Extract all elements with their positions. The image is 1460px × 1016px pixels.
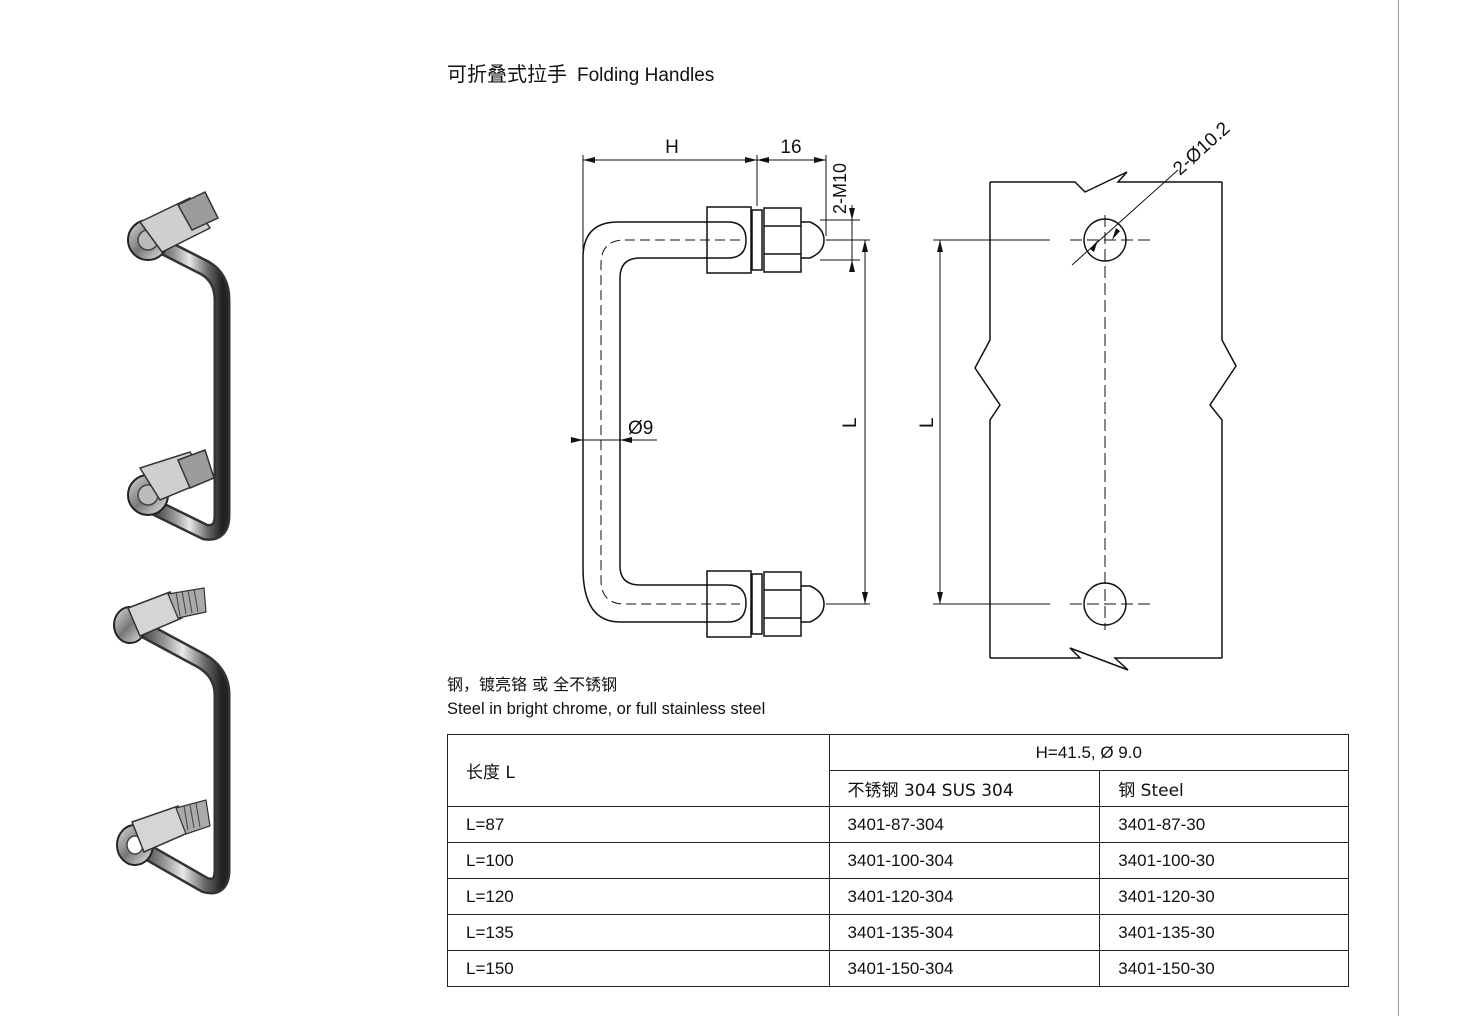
dim-h-label: H <box>665 137 679 158</box>
header-steel: 钢 Steel <box>1099 770 1349 807</box>
dim-m10-label: 2-M10 <box>830 163 850 214</box>
title-en: Folding Handles <box>577 65 715 86</box>
cell-steel: 3401-120-30 <box>1099 878 1349 915</box>
dim-d9-label: Ø9 <box>628 418 653 439</box>
dim-l-panel-label: L <box>917 417 938 428</box>
header-group: H=41.5, Ø 9.0 <box>828 734 1350 771</box>
material-en: Steel in bright chrome, or full stainles… <box>447 700 766 718</box>
product-render-bolt <box>113 587 231 895</box>
table-row: L=120 3401-120-304 3401-120-30 <box>447 878 1349 915</box>
table-row: L=150 3401-150-304 3401-150-30 <box>447 950 1349 987</box>
cell-steel: 3401-135-30 <box>1099 914 1349 951</box>
cell-stainless: 3401-100-304 <box>828 842 1101 879</box>
header-length: 长度 L <box>447 734 830 807</box>
material-cn: 钢，镀亮铬 或 全不锈钢 <box>447 675 618 694</box>
page-title: 可折叠式拉手 Folding Handles <box>447 58 714 87</box>
product-render-folded <box>127 191 231 541</box>
material-note: 钢，镀亮铬 或 全不锈钢 Steel in bright chrome, or … <box>447 672 765 722</box>
spec-table: 长度 L H=41.5, Ø 9.0 不锈钢 304 SUS 304 钢 Ste… <box>447 734 1350 987</box>
cell-length: L=100 <box>447 842 830 879</box>
title-cn: 可折叠式拉手 <box>447 62 567 86</box>
dim-holes-label: 2-Ø10.2 <box>1169 118 1234 180</box>
cell-stainless: 3401-120-304 <box>828 878 1101 915</box>
cell-stainless: 3401-87-304 <box>828 806 1101 843</box>
cell-stainless: 3401-135-304 <box>828 914 1101 951</box>
table-row: L=87 3401-87-304 3401-87-30 <box>447 806 1349 843</box>
cell-length: L=87 <box>447 806 830 843</box>
cell-steel: 3401-150-30 <box>1099 950 1349 987</box>
page-divider <box>1398 0 1399 1016</box>
table-row: L=135 3401-135-304 3401-135-30 <box>447 914 1349 951</box>
cell-length: L=135 <box>447 914 830 951</box>
cell-length: L=150 <box>447 950 830 987</box>
table-header-row: 长度 L H=41.5, Ø 9.0 <box>447 734 1350 807</box>
cell-length: L=120 <box>447 878 830 915</box>
cell-steel: 3401-87-30 <box>1099 806 1349 843</box>
side-view-drawing <box>571 155 870 638</box>
panel-hole-drawing <box>933 169 1237 671</box>
dim-l-side-label: L <box>840 417 861 428</box>
cell-steel: 3401-100-30 <box>1099 842 1349 879</box>
header-stainless: 不锈钢 304 SUS 304 <box>828 770 1101 807</box>
table-row: L=100 3401-100-304 3401-100-30 <box>447 842 1349 879</box>
cell-stainless: 3401-150-304 <box>828 950 1101 987</box>
dim-16-label: 16 <box>780 137 801 158</box>
